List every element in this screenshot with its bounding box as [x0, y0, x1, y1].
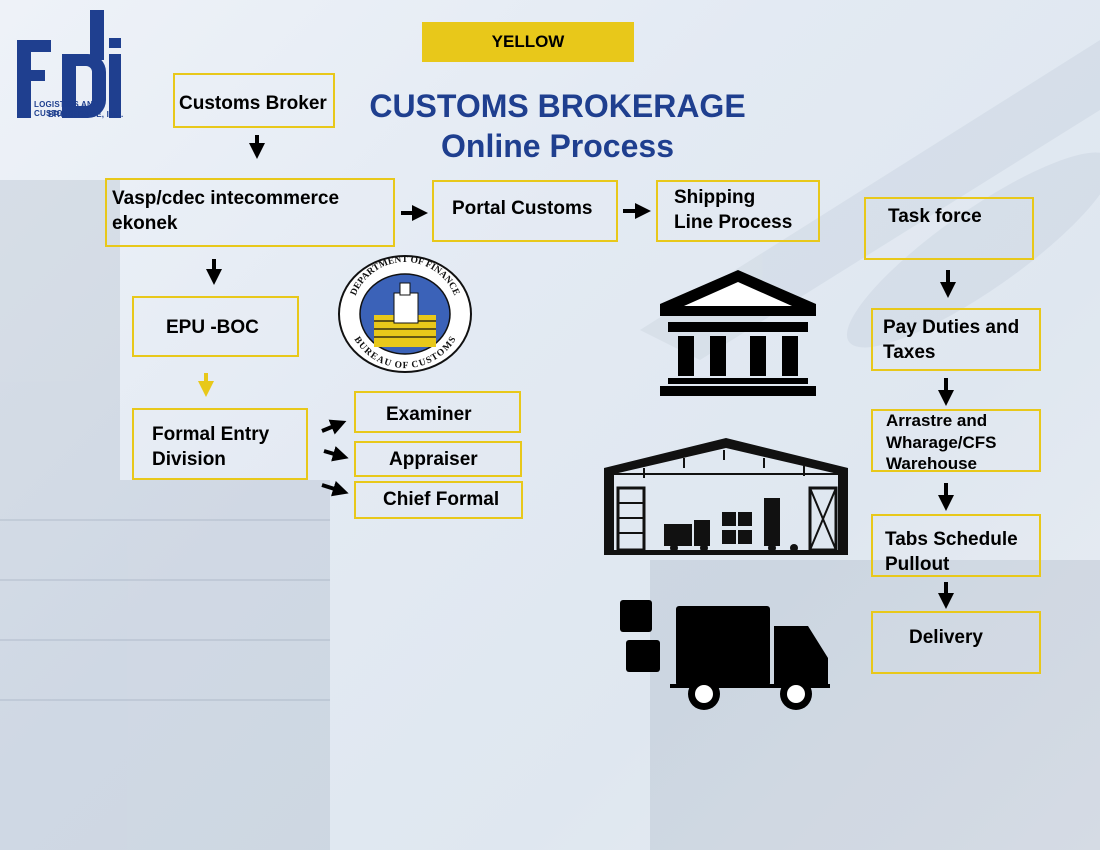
box-pay-duties-label: Pay Duties and Taxes [883, 317, 1020, 363]
box-arrastre: Arrastre and Wharage/CFS Warehouse [871, 409, 1041, 473]
truck-icon [620, 600, 830, 710]
box-portal-customs: Portal Customs [432, 180, 618, 242]
box-delivery: Delivery [871, 611, 1041, 674]
box-examiner-label: Examiner [386, 404, 472, 425]
arrow-right-icon [323, 446, 349, 462]
box-portal-customs-label: Portal Customs [452, 198, 593, 219]
box-chief-formal: Chief Formal [354, 481, 523, 519]
arrow-right-icon [321, 419, 347, 435]
box-epu-boc: EPU -BOC [132, 296, 299, 357]
company-logo: LOGISTICS AND CUSTOMS BROKERAGE, INC. [14, 10, 134, 125]
box-shipping-line-label: Shipping Line Process [674, 187, 793, 233]
box-formal-entry: Formal Entry Division [132, 408, 308, 480]
box-task-force-label: Task force [888, 206, 982, 227]
box-customs-broker-label: Customs Broker [179, 93, 327, 114]
box-tabs-schedule-label: Tabs Schedule Pullout [885, 529, 1018, 575]
box-customs-broker: Customs Broker [173, 73, 335, 128]
fdi-logo-icon [17, 10, 121, 118]
box-pay-duties: Pay Duties and Taxes [871, 308, 1041, 371]
color-badge: YELLOW [422, 22, 634, 62]
arrow-right-icon [321, 480, 349, 497]
box-epu-boc-label: EPU -BOC [166, 317, 259, 338]
box-arrastre-label: Arrastre and Wharage/CFS Warehouse [886, 411, 997, 473]
box-formal-entry-label: Formal Entry Division [152, 424, 270, 470]
warehouse-icon [604, 438, 848, 555]
box-delivery-label: Delivery [909, 627, 983, 648]
box-tabs-schedule: Tabs Schedule Pullout [871, 514, 1041, 577]
logo-line1: LOGISTICS AND CUSTOMS [34, 100, 99, 118]
logo-line2: BROKERAGE, INC. [48, 110, 124, 119]
box-chief-formal-label: Chief Formal [383, 489, 500, 510]
box-appraiser-label: Appraiser [389, 449, 478, 470]
box-vasp: Vasp/cdec intecommerce ekonek [105, 178, 395, 247]
box-examiner: Examiner [354, 391, 521, 433]
box-vasp-label: Vasp/cdec intecommerce ekonek [112, 188, 340, 234]
box-appraiser: Appraiser [354, 441, 522, 477]
box-shipping-line: Shipping Line Process [656, 180, 820, 242]
bank-icon [660, 270, 816, 396]
page-subtitle: Online Process [441, 128, 674, 164]
page-title: CUSTOMS BROKERAGE [369, 88, 746, 124]
customs-seal-icon: DEPARTMENT OF FINANCE BUREAU OF CUSTOMS [338, 255, 472, 373]
box-task-force: Task force [864, 197, 1034, 260]
